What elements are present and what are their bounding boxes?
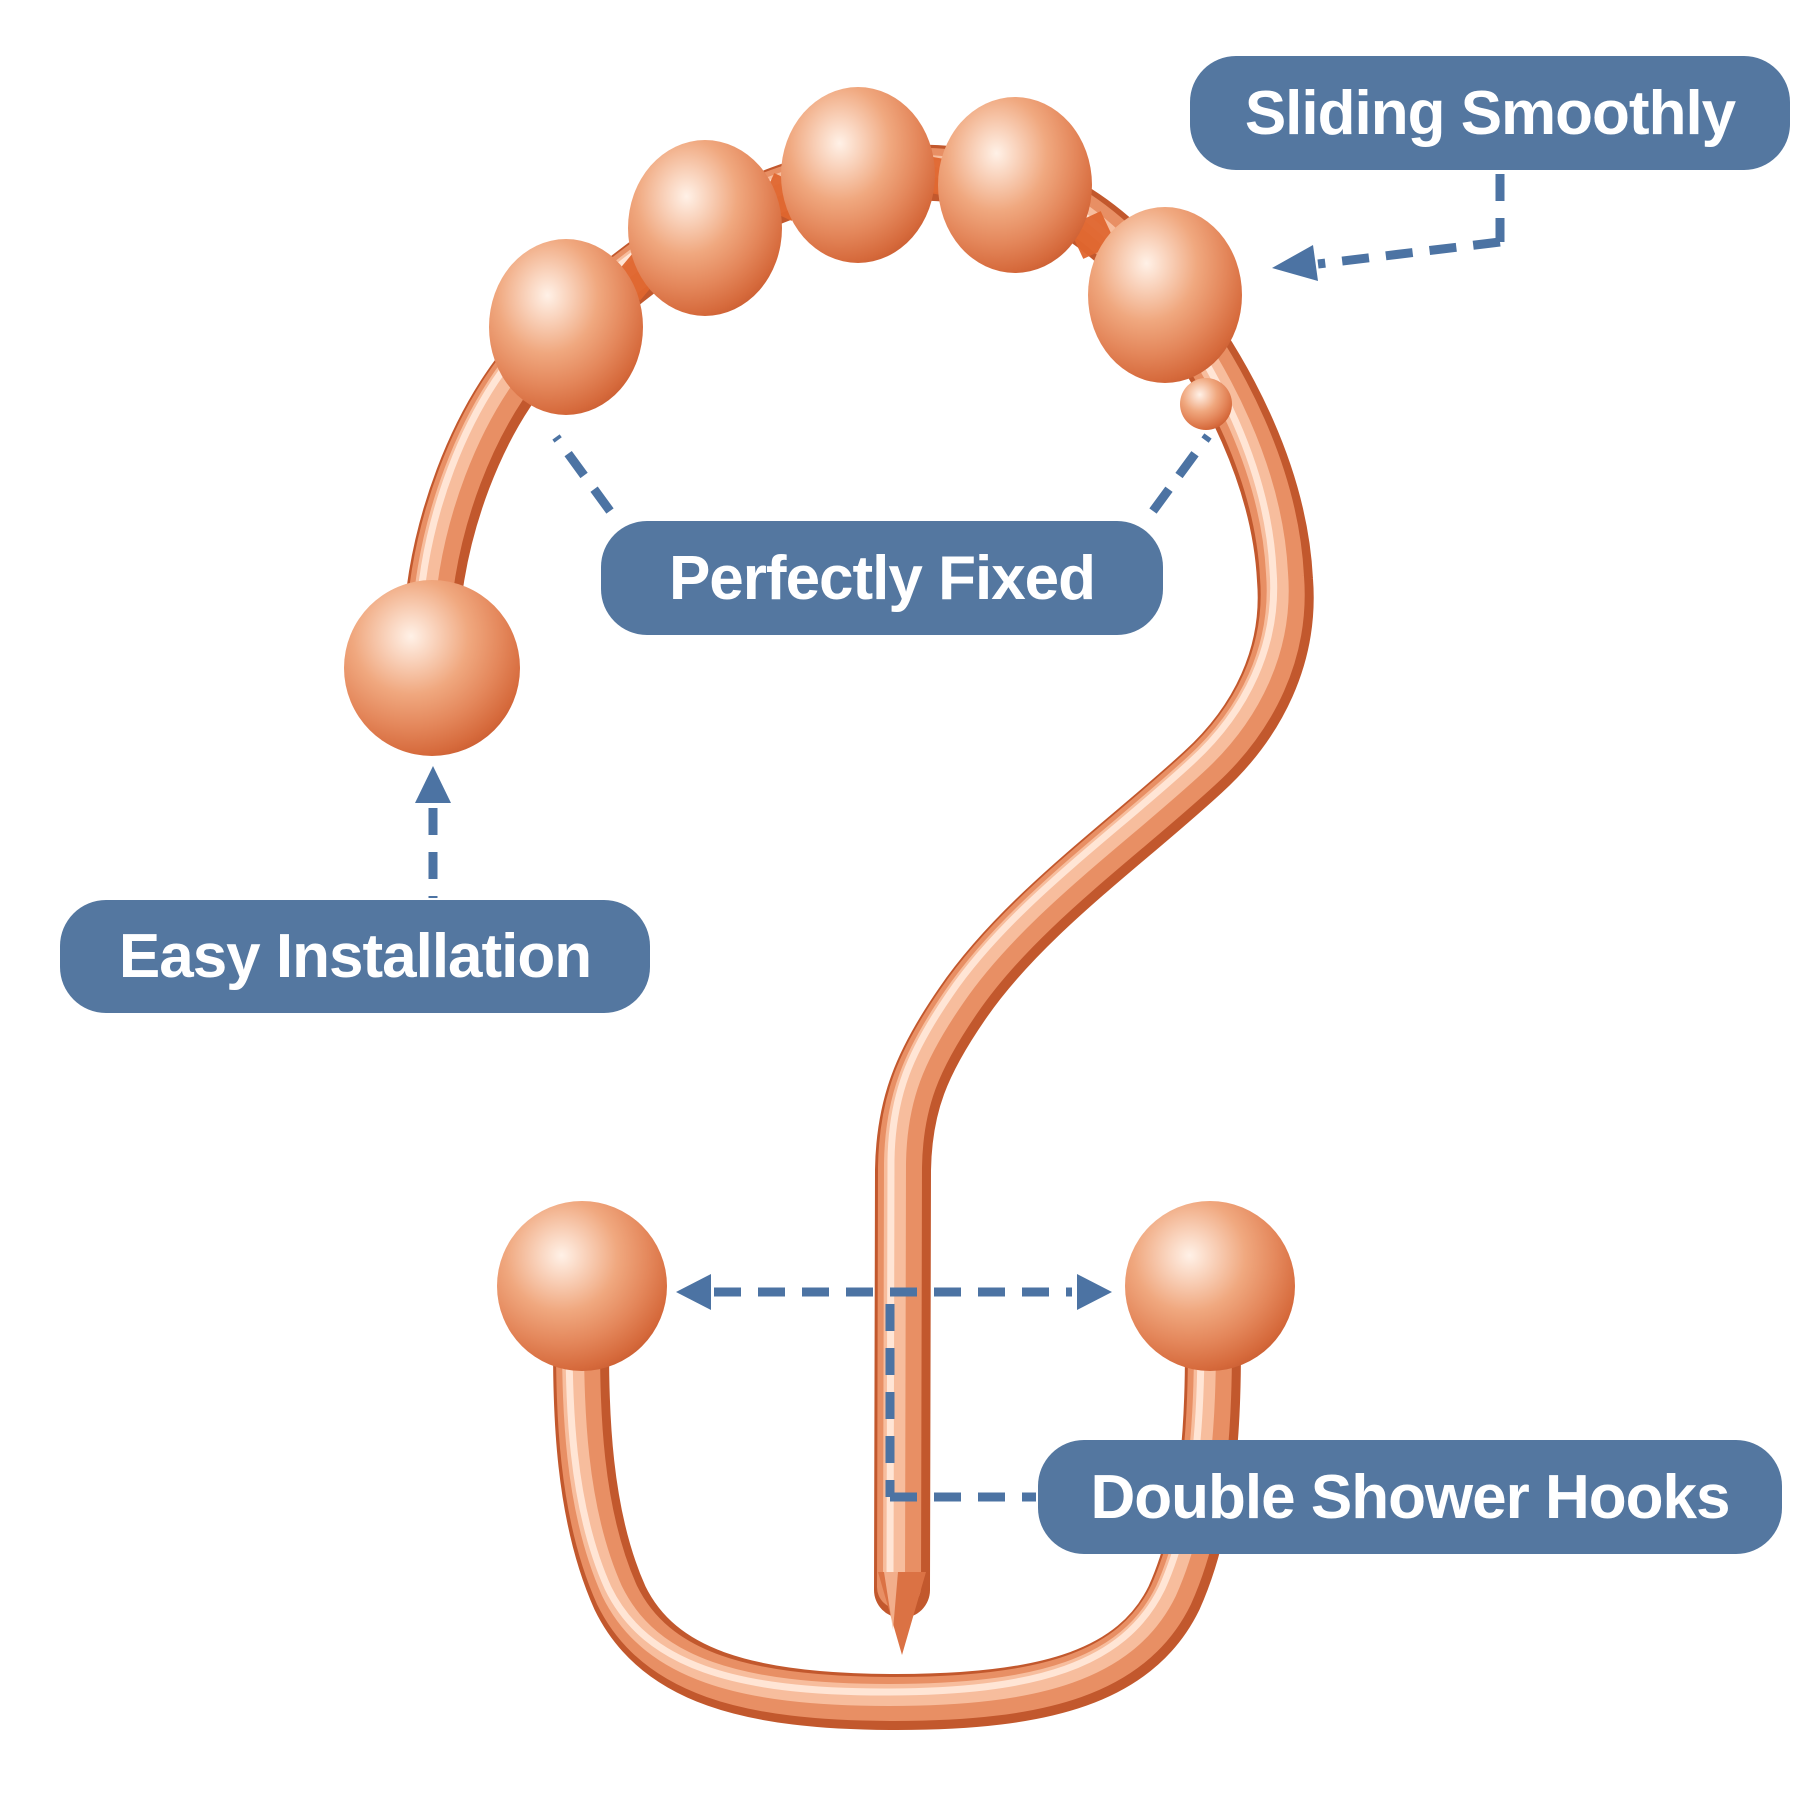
hook-body [344,87,1314,1731]
roller-bead [781,87,935,263]
dashed-arrow-up-icon [415,766,451,898]
left-hook-ball [497,1201,667,1371]
annotations [415,174,1505,1502]
rail-end-knob [1180,378,1232,430]
right-hook-ball [1125,1201,1295,1371]
dashed-double-headed-arrow-icon [676,1274,1112,1310]
clasp-end-ball [344,580,520,756]
callout-easy-installation: Easy Installation [60,900,650,1013]
roller-bead [938,97,1092,273]
roller-bead [489,239,643,415]
dashed-elbow-arrow-left-icon [1272,174,1505,281]
dashed-elbow-connector-icon [885,1304,1036,1502]
dashed-line-up-right-icon [1149,433,1212,514]
callout-sliding-smoothly: Sliding Smoothly [1190,56,1790,170]
roller-beads [489,87,1242,415]
roller-bead [1088,207,1242,383]
callout-double-shower-hooks: Double Shower Hooks [1038,1440,1782,1554]
dashed-line-up-left-icon [552,434,614,514]
callout-perfectly-fixed: Perfectly Fixed [601,521,1163,635]
stem-tip-highlight [884,1572,898,1630]
roller-bead [628,140,782,316]
stem-tip [878,1572,926,1655]
